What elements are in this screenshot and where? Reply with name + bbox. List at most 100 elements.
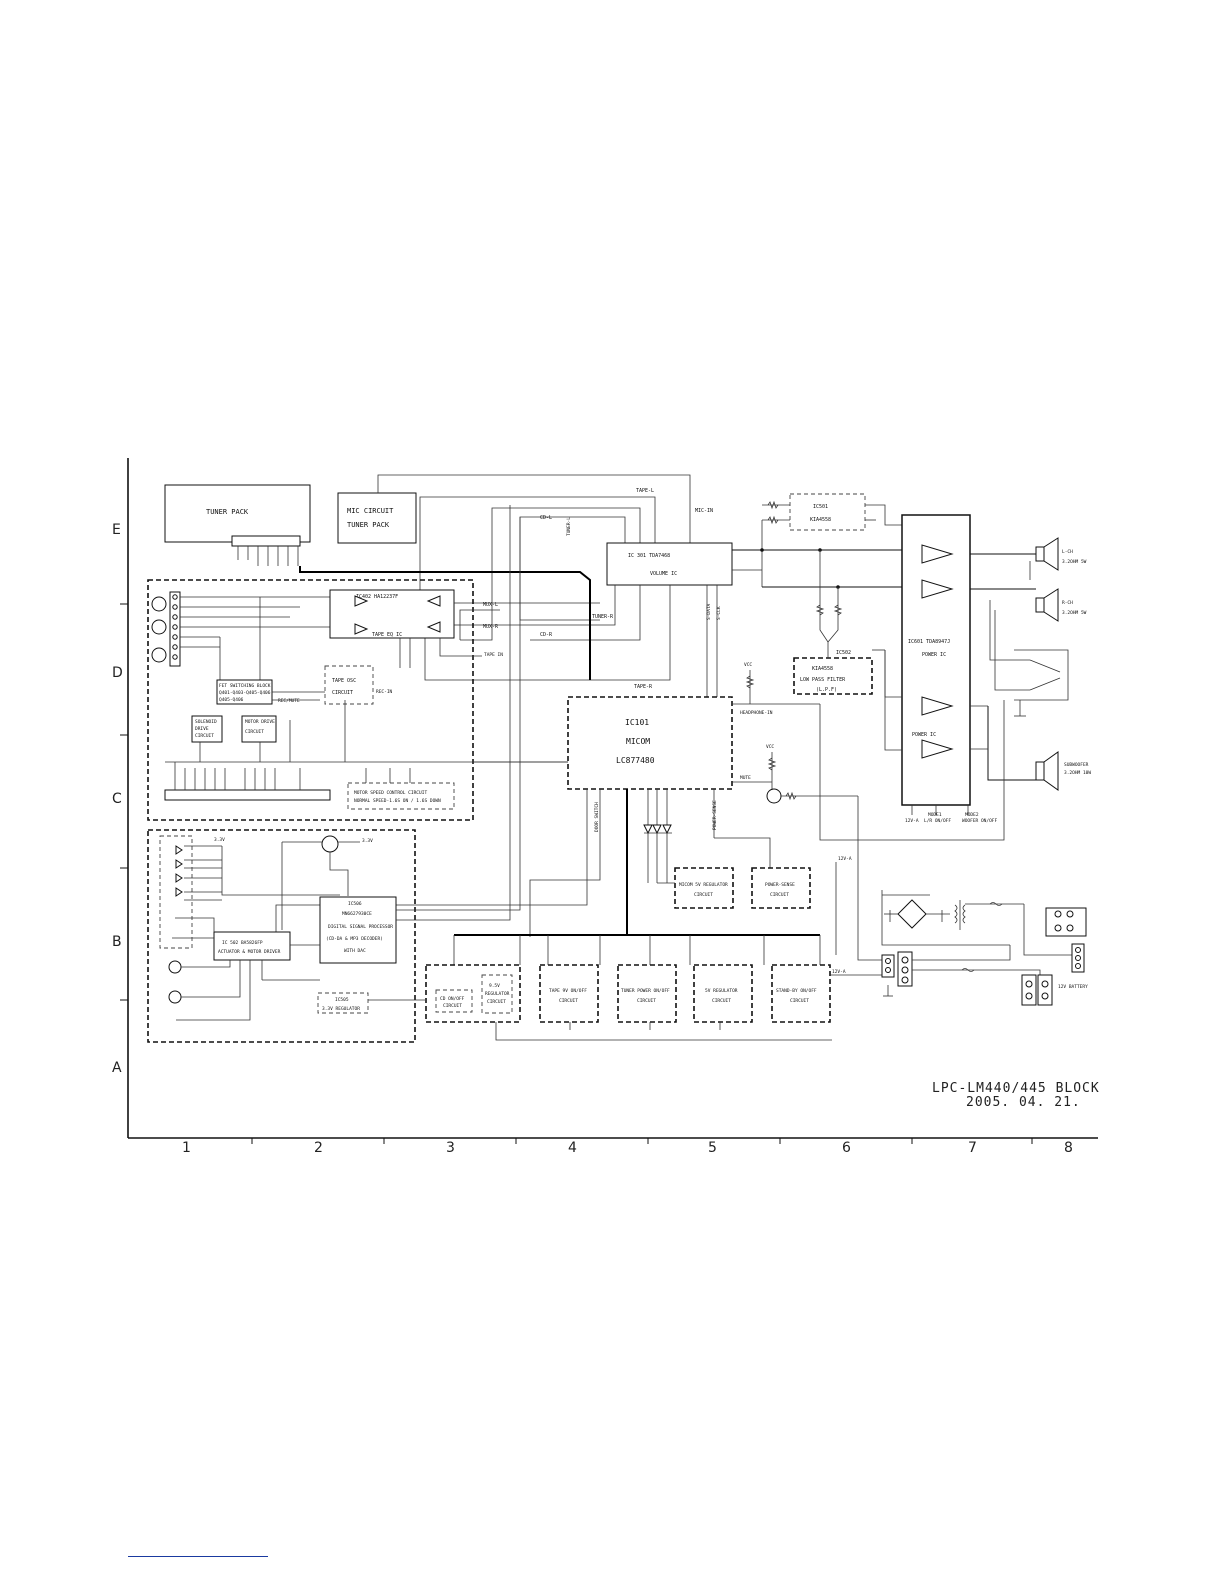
svg-text:IC501: IC501 [813,504,828,510]
svg-text:TUNER POWER ON/OFF: TUNER POWER ON/OFF [621,988,670,994]
svg-text:MOTOR SPEED CONTROL CIRCUIT: MOTOR SPEED CONTROL CIRCUIT [354,790,427,796]
svg-text:12V-A: 12V-A [832,969,846,975]
row-label-a: A [112,1060,122,1076]
svg-text:CIRCUIT: CIRCUIT [712,998,731,1004]
col-label-8: 8 [1064,1140,1073,1156]
svg-text:HEADPHONE-IN: HEADPHONE-IN [740,710,773,716]
svg-text:VOLUME IC: VOLUME IC [650,571,677,577]
svg-text:POWER-SENSE: POWER-SENSE [765,882,795,888]
diode-icon [662,824,672,835]
svg-text:CIRCUIT: CIRCUIT [637,998,656,1004]
svg-text:(L.P.F): (L.P.F) [816,687,837,693]
svg-text:IC601 TDA8947J: IC601 TDA8947J [908,639,950,645]
diagram-date: 2005. 04. 21. [966,1095,1081,1110]
svg-text:TUNER-R: TUNER-R [592,614,614,620]
svg-text:DRIVE: DRIVE [195,726,209,732]
col-label-3: 3 [446,1140,455,1156]
diode-icon [652,824,662,835]
svg-text:WOOFER ON/OFF: WOOFER ON/OFF [962,818,998,824]
svg-text:L/R ON/OFF: L/R ON/OFF [924,818,951,824]
svg-text:TAPE-L: TAPE-L [636,488,654,494]
svg-text:TAPE-R: TAPE-R [634,684,653,690]
tape-9v-onoff-circuit: TAPE 9V ON/OFF CIRCUIT [539,964,599,1023]
ic101-micom: IC101 MICOM LC877480 [567,696,733,790]
svg-text:IC502: IC502 [836,650,851,656]
col-label-4: 4 [568,1140,577,1156]
speaker-r-icon: R-CH 3.2OHM 5W [1035,588,1087,622]
svg-text:5V REGULATOR: 5V REGULATOR [705,988,738,994]
svg-text:DIGITAL SIGNAL PROCESSOR: DIGITAL SIGNAL PROCESSOR [328,924,393,930]
svg-text:VCC: VCC [766,744,774,750]
motor-icon [168,960,182,974]
svg-text:WITH DAC: WITH DAC [344,948,366,954]
svg-text:DOOR SWITCH: DOOR SWITCH [594,802,600,832]
row-label-c: C [112,791,122,807]
ic502-lpf-block: IC502 KIA4558 LOW PASS FILTER (L.P.F) [793,650,873,695]
svg-text:MIC CIRCUIT: MIC CIRCUIT [347,507,394,515]
tape-section: IC402 HA12237F TAPE EQ IC TAPE IN FET SW… [147,579,568,821]
svg-text:9.5V: 9.5V [489,983,500,989]
column-labels: 1 2 3 4 5 6 7 8 [182,1140,1073,1156]
svg-text:TAPE 9V ON/OFF: TAPE 9V ON/OFF [549,988,587,994]
col-label-2: 2 [314,1140,323,1156]
col-label-5: 5 [708,1140,717,1156]
headphone-jack-icon [989,600,1069,717]
svg-text:ACTUATOR & MOTOR DRIVER: ACTUATOR & MOTOR DRIVER [218,949,281,955]
speaker-l-icon: L-CH 3.2OHM 5W [1029,537,1087,580]
svg-text:CIRCUIT: CIRCUIT [245,729,264,735]
svg-text:CIRCUIT: CIRCUIT [487,999,506,1005]
svg-text:TAPE OSC: TAPE OSC [332,678,356,684]
svg-text:MUX-R: MUX-R [483,624,499,630]
svg-text:CIRCUIT: CIRCUIT [770,892,789,898]
svg-text:REC-IN: REC-IN [376,689,393,695]
svg-text:STAND-BY ON/OFF: STAND-BY ON/OFF [776,988,817,994]
svg-text:S-CLK: S-CLK [716,606,722,620]
svg-text:KIA4558: KIA4558 [812,666,833,672]
svg-text:L-CH: L-CH [1062,549,1073,555]
svg-text:CD-R: CD-R [540,632,553,638]
svg-text:R-CH: R-CH [1062,600,1073,606]
tuner-pack-block: TUNER PACK [164,484,311,566]
svg-text:3.2OHM 5W: 3.2OHM 5W [1062,610,1087,616]
col-label-1: 1 [182,1140,191,1156]
motor-icon [168,990,182,1004]
row-labels: E D C B A [112,522,123,1076]
svg-text:MODE2: MODE2 [965,812,979,818]
svg-text:MN6627930CE: MN6627930CE [342,911,372,917]
svg-text:POWER-SENSE: POWER-SENSE [712,800,718,830]
svg-text:3.2OHM 5W: 3.2OHM 5W [1062,559,1087,565]
ic301-volume-ic: IC 301 TDA7468 VOLUME IC [606,542,733,586]
svg-text:KIA4558: KIA4558 [810,517,831,523]
5v-regulator-circuit: 5V REGULATOR CIRCUIT [693,964,753,1023]
svg-text:MOTOR DRIVE: MOTOR DRIVE [245,719,275,725]
svg-text:(CD-DA & MP3 DECODER): (CD-DA & MP3 DECODER) [326,936,383,942]
footer-link-underline [128,1556,268,1557]
tuner-power-onoff-circuit: TUNER POWER ON/OFF CIRCUIT [617,964,677,1023]
svg-text:SOLENOID: SOLENOID [195,719,217,725]
cd-on-off-circuit: CD ON/OFF CIRCUIT 9.5V REGULATOR CIRCUIT [425,964,521,1023]
svg-text:3.3V: 3.3V [214,837,225,843]
svg-text:IC101: IC101 [625,718,649,727]
svg-text:CIRCUIT: CIRCUIT [559,998,578,1004]
standby-onoff-circuit: STAND-BY ON/OFF CIRCUIT [771,964,831,1023]
col-label-6: 6 [842,1140,851,1156]
col-label-7: 7 [968,1140,977,1156]
svg-text:CD ON/OFF: CD ON/OFF [440,996,465,1002]
svg-text:3.3V: 3.3V [362,838,373,844]
row-label-b: B [112,934,122,950]
svg-text:IC 502 BA5826FP: IC 502 BA5826FP [222,940,263,946]
svg-text:MICOM: MICOM [626,737,650,746]
svg-text:POWER IC: POWER IC [922,652,946,658]
ic601-power-ic: IC601 TDA8947J POWER IC POWER IC [901,514,971,806]
svg-text:LC877480: LC877480 [616,756,655,765]
svg-text:SUBWOOFER: SUBWOOFER [1064,762,1089,768]
svg-text:12V-A: 12V-A [838,856,852,862]
svg-text:REC/MUTE: REC/MUTE [278,698,300,704]
svg-text:MUTE: MUTE [740,775,751,781]
cd-section: 3.3V 3.3V IC 502 BA5826FP ACTUATOR & MOT… [147,829,425,1043]
svg-text:TUNER PACK: TUNER PACK [347,521,390,529]
svg-text:TAPE IN: TAPE IN [484,652,503,658]
svg-text:12V-A: 12V-A [905,818,919,824]
svg-text:12V BATTERY: 12V BATTERY [1058,984,1088,990]
